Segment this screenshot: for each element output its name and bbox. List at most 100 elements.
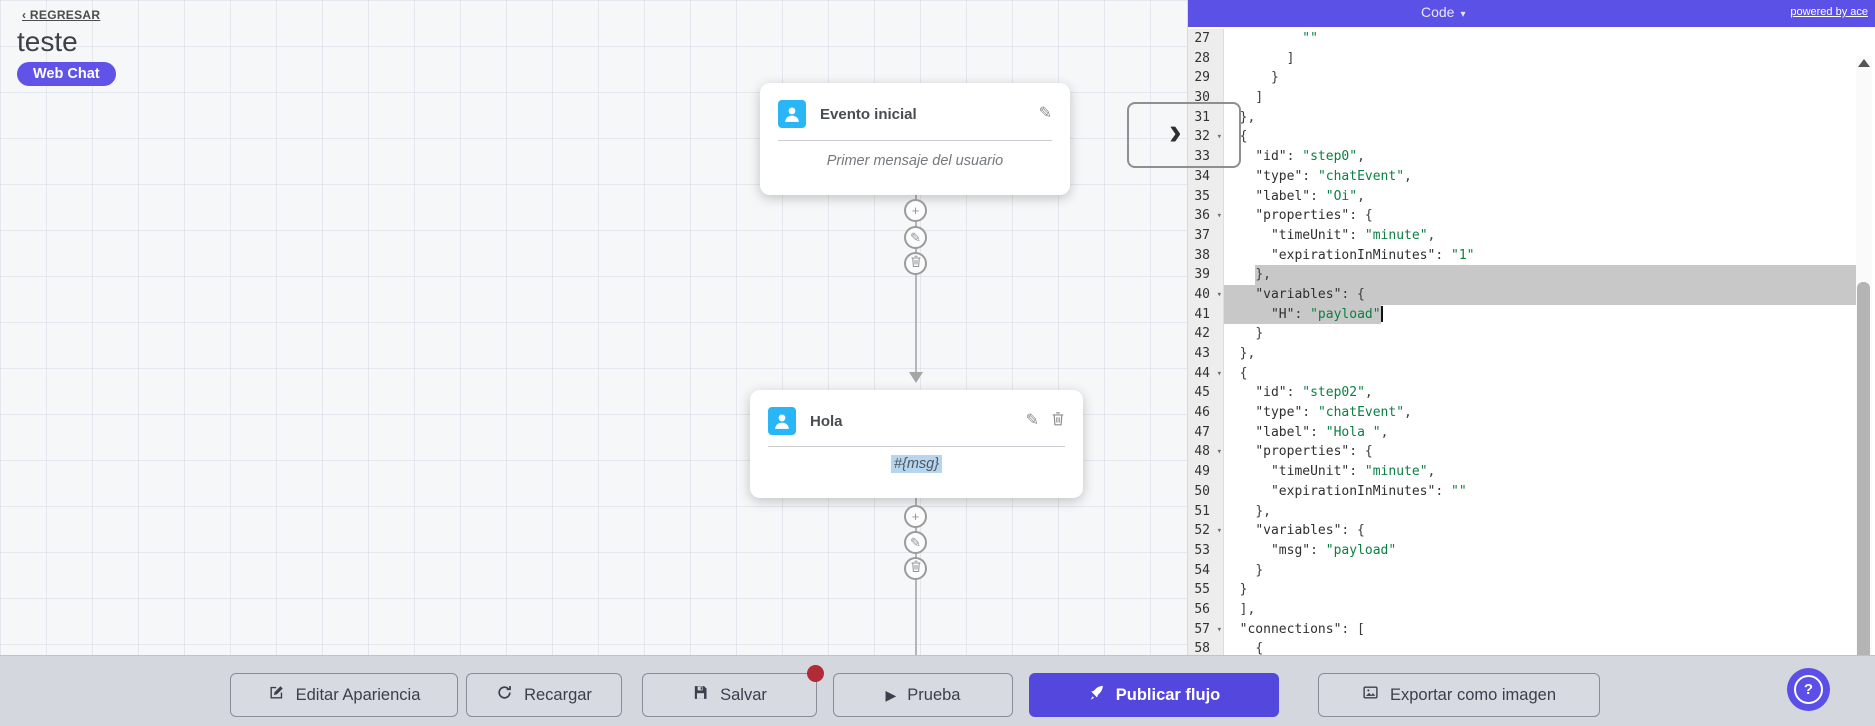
gutter-line-number[interactable]: 48▾ [1188, 442, 1223, 462]
fold-caret-icon[interactable]: ▾ [1216, 526, 1222, 537]
fold-caret-icon[interactable]: ▾ [1216, 447, 1222, 458]
code-line[interactable]: "type": "chatEvent", [1255, 405, 1412, 421]
code-line[interactable]: "properties": { [1255, 208, 1373, 224]
gutter-line-number[interactable]: 41 [1194, 306, 1210, 322]
code-line[interactable]: "variables": { [1224, 284, 1858, 305]
scroll-up-icon[interactable] [1858, 59, 1870, 67]
delete-connection-button[interactable] [904, 252, 927, 275]
flow-title: teste [17, 26, 78, 57]
gutter-line-number[interactable]: 27 [1194, 31, 1210, 46]
code-line[interactable]: "variables": { [1255, 523, 1365, 539]
code-editor-body[interactable]: 27 28 29 30 31 32▾ 33 34 35 36▾37 38 39 40▾41 42 43 44▾… [1188, 27, 1875, 657]
fold-caret-icon[interactable]: ▾ [1216, 289, 1222, 300]
code-line[interactable]: } [1270, 70, 1279, 86]
code-line[interactable]: "H": "payload" [1224, 304, 1858, 325]
code-line[interactable]: "label": "Oi", [1255, 188, 1365, 204]
edit-node-icon[interactable]: ✎ [1025, 412, 1039, 429]
node-evento-inicial[interactable]: Evento inicial ✎ Primer mensaje del usua… [760, 83, 1070, 195]
code-editor-panel[interactable]: Code▾ powered by ace 27 28 29 30 31 32▾ 33 34 35… [1187, 0, 1875, 657]
editor-scrollbar[interactable] [1856, 56, 1872, 657]
gutter-line-number[interactable]: 42 [1194, 326, 1210, 342]
edit-connection-button[interactable]: ✎ [904, 226, 927, 249]
code-line[interactable]: }, [1239, 346, 1256, 361]
edit-appearance-button[interactable]: Editar Apariencia [230, 673, 458, 717]
edit-node-icon[interactable]: ✎ [1038, 105, 1052, 122]
fold-caret-icon[interactable]: ▾ [1216, 132, 1222, 143]
code-line[interactable]: "id": "step02", [1255, 385, 1373, 401]
edit-connection-button[interactable]: ✎ [904, 531, 927, 554]
gutter-line-number[interactable]: 29 [1194, 70, 1210, 86]
gutter-line-number[interactable]: 39 [1194, 267, 1210, 283]
fold-caret-icon[interactable]: ▾ [1216, 368, 1222, 379]
gutter-line-number[interactable]: 58 [1194, 641, 1210, 657]
gutter-line-number[interactable]: 50 [1194, 483, 1210, 499]
gutter-line-number[interactable]: 31 [1194, 109, 1210, 125]
code-line[interactable]: "id": "step0", [1255, 149, 1365, 165]
gutter-line-number[interactable]: 51 [1194, 503, 1210, 519]
help-button[interactable]: ? [1787, 668, 1830, 711]
panel-collapse-toggle[interactable]: › [1127, 102, 1241, 168]
editor-mode-dropdown[interactable]: Code▾ [1421, 4, 1466, 20]
code-line[interactable]: "label": "Hola ", [1255, 424, 1389, 440]
gutter-line-number[interactable]: 54 [1194, 562, 1210, 578]
gutter-line-number[interactable]: 52▾ [1188, 521, 1223, 541]
gutter-line-number[interactable]: 44▾ [1188, 364, 1223, 384]
gutter-line-number[interactable]: 38 [1194, 247, 1210, 263]
code-line[interactable]: }, [1224, 265, 1858, 285]
gutter-line-number[interactable]: 53 [1194, 542, 1210, 558]
gutter-line-number[interactable]: 43 [1194, 346, 1210, 361]
code-line[interactable]: }, [1239, 109, 1256, 125]
code-line[interactable]: ] [1255, 90, 1264, 106]
code-line[interactable]: } [1255, 326, 1264, 342]
code-line[interactable]: "" [1302, 31, 1318, 46]
export-image-button[interactable]: Exportar como imagen [1318, 673, 1600, 717]
code-line[interactable]: { [1255, 641, 1264, 657]
fold-caret-icon[interactable]: ▾ [1216, 624, 1222, 635]
code-line[interactable]: "msg": "payload" [1270, 542, 1397, 558]
code-line[interactable]: "timeUnit": "minute", [1270, 227, 1436, 243]
scrollbar-thumb[interactable] [1857, 282, 1870, 657]
delete-connection-button[interactable] [904, 557, 927, 580]
code-line[interactable]: "connections": [ [1239, 621, 1365, 637]
gutter-line-number[interactable]: 36▾ [1188, 206, 1223, 226]
code-line[interactable]: ], [1239, 601, 1256, 617]
code-line[interactable]: } [1239, 582, 1248, 598]
test-button[interactable]: ▶ Prueba [833, 673, 1013, 717]
editor-code-lines[interactable]: "" ] } ] }, { "id": "step0", "type": "ch… [1224, 29, 1858, 657]
gutter-line-number[interactable]: 37 [1194, 227, 1210, 243]
gutter-line-number[interactable]: 28 [1194, 50, 1210, 66]
add-step-button[interactable]: + [904, 505, 927, 528]
gutter-line-number[interactable]: 49 [1194, 464, 1210, 480]
gutter-line-number[interactable]: 45 [1194, 385, 1210, 401]
powered-by-ace-link[interactable]: powered by ace [1790, 6, 1868, 18]
code-line[interactable]: { [1239, 365, 1248, 381]
gutter-line-number[interactable]: 46 [1194, 405, 1210, 421]
fold-caret-icon[interactable]: ▾ [1216, 211, 1222, 222]
gutter-line-number[interactable]: 32▾ [1188, 127, 1223, 147]
code-line[interactable]: "timeUnit": "minute", [1270, 464, 1436, 480]
back-link[interactable]: ‹ REGRESAR [22, 8, 101, 22]
add-step-button[interactable]: + [904, 199, 927, 222]
code-line[interactable]: "expirationInMinutes": "" [1270, 483, 1467, 499]
gutter-line-number[interactable]: 55 [1194, 582, 1210, 598]
gutter-line-number[interactable]: 57▾ [1188, 620, 1223, 640]
code-line[interactable]: ] [1286, 50, 1295, 66]
gutter-line-number[interactable]: 47 [1194, 424, 1210, 440]
code-line[interactable]: "type": "chatEvent", [1255, 168, 1412, 184]
reload-button[interactable]: Salvar Recargar [466, 673, 622, 717]
publish-flow-button[interactable]: Publicar flujo [1029, 673, 1279, 717]
gutter-line-number[interactable]: 34 [1194, 168, 1210, 184]
delete-node-icon[interactable] [1051, 411, 1065, 431]
node-hola[interactable]: Hola ✎ #{msg} [750, 390, 1083, 498]
gutter-line-number[interactable]: 40▾ [1188, 285, 1223, 305]
code-line[interactable]: } [1255, 562, 1264, 578]
gutter-line-number[interactable]: 33 [1194, 149, 1210, 165]
code-line[interactable]: }, [1255, 503, 1271, 519]
code-line[interactable]: "expirationInMinutes": "1" [1270, 247, 1475, 263]
save-button[interactable]: Salvar [642, 665, 824, 717]
gutter-line-number[interactable]: 35 [1194, 188, 1210, 204]
code-line[interactable]: "properties": { [1255, 444, 1373, 460]
code-line[interactable]: { [1239, 129, 1248, 145]
gutter-line-number[interactable]: 56 [1194, 601, 1210, 617]
gutter-line-number[interactable]: 30 [1194, 90, 1210, 106]
